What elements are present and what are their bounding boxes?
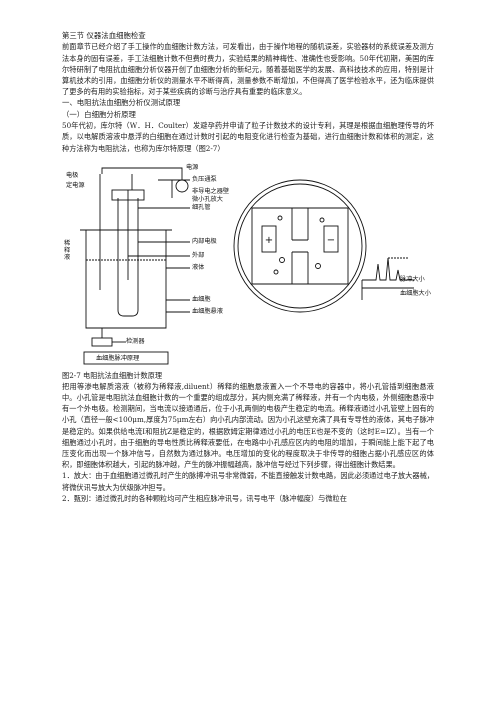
figure-caption: 图2-7 电阻抗法血细胞计数原理	[62, 370, 163, 380]
document-page: 第三节 仪器法血细胞检查 前面章节已经介绍了手工操作的血细胞计数方法，可发看出，…	[62, 30, 434, 504]
step-amplify: 1．放大：由于血细胞通过微孔时产生的脉搏冲讯号非常微弱，不能直接触发计数电路，因…	[62, 471, 434, 492]
intro-paragraph: 前面章节已经介绍了手工操作的血细胞计数方法，可发看出，由于操作地程的随机误差，实…	[62, 42, 434, 97]
label-electrode: 电极	[66, 171, 79, 179]
label-pulse-size: 脉冲大小	[400, 275, 425, 283]
label-inner-electrode: 内部电极	[192, 237, 217, 245]
label-blood-cell: 血细胞	[192, 295, 211, 303]
label-negative-pressure: 负压通泵	[192, 175, 217, 183]
label-power: 电源	[186, 163, 199, 171]
coulter-paragraph: 50年代初，库尔特（W．H．Coulter）发避孕药并申请了粒子计数技术的设计专…	[62, 121, 434, 153]
label-pulse-box: 血细胞脉冲原理	[96, 354, 140, 362]
minus-sign: −	[327, 235, 335, 246]
label-dilution: 稀释液	[64, 239, 71, 261]
label-outer-electrode: 外部	[192, 251, 205, 259]
label-counter: 检测器	[126, 337, 145, 345]
label-liquid: 液体	[192, 263, 205, 271]
coulter-principle-figure: + − 电源 电极 定电源 负压通泵 非导电之器壁 微小孔放大 细孔管 内部电极…	[62, 160, 434, 368]
heading-level-1: 一、电阻抗法血细胞分析仪测试原理	[62, 98, 181, 108]
section-title: 第三节 仪器法血细胞检查	[62, 31, 146, 40]
label-aperture-magnify: 微小孔放大	[192, 195, 223, 203]
step-discriminate: 2．甄别：通过微孔时的各种颗粒均可产生相应脉冲讯号，讯号电平（脉冲幅度）与微粒在	[62, 493, 347, 503]
heading-level-2: （一）白细胞分析原理	[62, 109, 136, 119]
figure-drawing: + −	[80, 167, 414, 365]
label-aperture-tube: 细孔管	[192, 203, 211, 211]
label-nonconductive: 非导电之器壁	[192, 187, 230, 195]
method-paragraph: 把用等渗电解质溶液（被称为稀释液,diluent）稀释的细胞悬液置入一个不导电的…	[62, 381, 434, 470]
label-diluent: 血细胞悬液	[192, 307, 223, 315]
plus-sign: +	[265, 235, 273, 246]
label-sensor: 定电源	[66, 181, 85, 189]
label-cell-size: 血细胞大小	[400, 289, 431, 297]
